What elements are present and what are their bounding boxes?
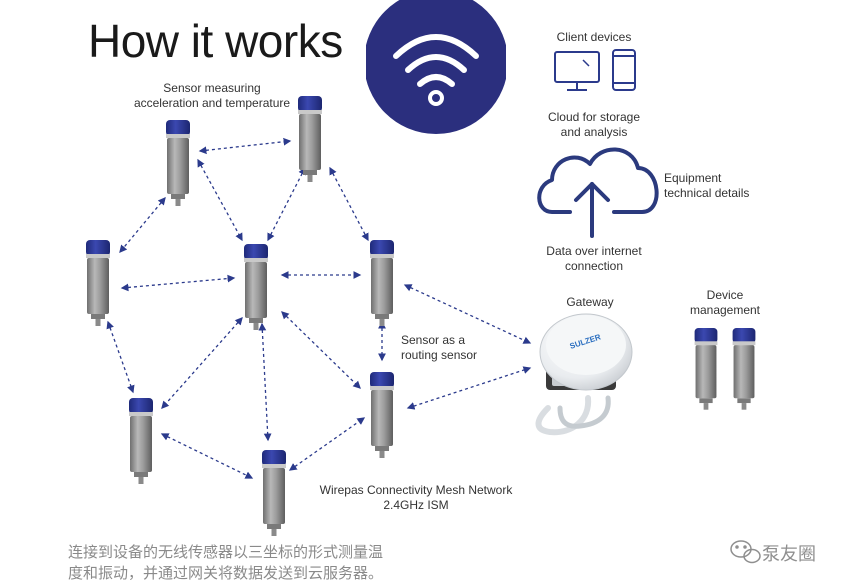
client-devices-label: Client devices xyxy=(556,30,632,44)
sensor-5 xyxy=(370,240,394,326)
smartphone-icon xyxy=(612,49,636,91)
sensor-4 xyxy=(244,244,268,330)
device-management-label: Device management xyxy=(680,288,770,318)
wifi-icon xyxy=(366,0,506,134)
caption-line1: 连接到设备的无线传感器以三坐标的形式测量温 xyxy=(68,544,384,561)
cloud-line1: Cloud for storage xyxy=(547,110,641,124)
sensor-measuring-line2: acceleration and temperature xyxy=(133,96,291,110)
gateway-label: Gateway xyxy=(566,295,614,309)
sensor-measuring-line1: Sensor measuring xyxy=(163,81,261,95)
mesh-network-label: Wirepas Connectivity Mesh Network 2.4GHz… xyxy=(312,483,520,513)
watermark: 泵友圈 xyxy=(728,540,816,566)
sensor-7 xyxy=(370,372,394,458)
mesh-connections xyxy=(106,137,532,479)
caption-line2: 度和振动，并通过网关将数据发送到云服务器。 xyxy=(68,565,384,582)
mesh-network-line2: 2.4GHz ISM xyxy=(383,498,449,512)
caption-text: 连接到设备的无线传感器以三坐标的形式测量温 度和振动，并通过网关将数据发送到云服… xyxy=(68,542,428,584)
routing-sensor-line1: Sensor as a xyxy=(401,333,466,347)
sensor-1 xyxy=(166,120,190,206)
routing-sensor-line2: routing sensor xyxy=(401,348,478,362)
mesh-network-line1: Wirepas Connectivity Mesh Network xyxy=(319,483,513,497)
wechat-icon xyxy=(730,540,761,564)
equipment-label: Equipment technical details xyxy=(664,171,784,201)
equipment-line2: technical details xyxy=(664,186,750,200)
data-over-internet-line2: connection xyxy=(564,259,624,273)
cloud-upload-icon xyxy=(537,147,659,238)
monitor-icon xyxy=(554,51,600,91)
sensor-2 xyxy=(298,96,322,182)
cloud-line2: and analysis xyxy=(560,125,628,139)
gateway-device: SULZER xyxy=(535,313,633,436)
watermark-text: 泵友圈 xyxy=(762,544,816,564)
data-over-internet-label: Data over internet connection xyxy=(530,244,658,274)
device-management-line1: Device xyxy=(706,288,744,302)
device-management-line2: management xyxy=(689,303,761,317)
device-management-sensor-1 xyxy=(694,328,718,410)
cloud-label: Cloud for storage and analysis xyxy=(530,110,658,140)
equipment-line1: Equipment xyxy=(664,171,722,185)
page-title: How it works xyxy=(88,15,343,67)
data-over-internet-line1: Data over internet xyxy=(546,244,642,258)
device-management-sensor-2 xyxy=(732,328,756,410)
sensor-8 xyxy=(262,450,286,536)
sensor-3 xyxy=(86,240,110,326)
sensor-measuring-label: Sensor measuring acceleration and temper… xyxy=(122,81,302,111)
sensor-6 xyxy=(129,398,153,484)
routing-sensor-label: Sensor as a routing sensor xyxy=(401,333,511,363)
